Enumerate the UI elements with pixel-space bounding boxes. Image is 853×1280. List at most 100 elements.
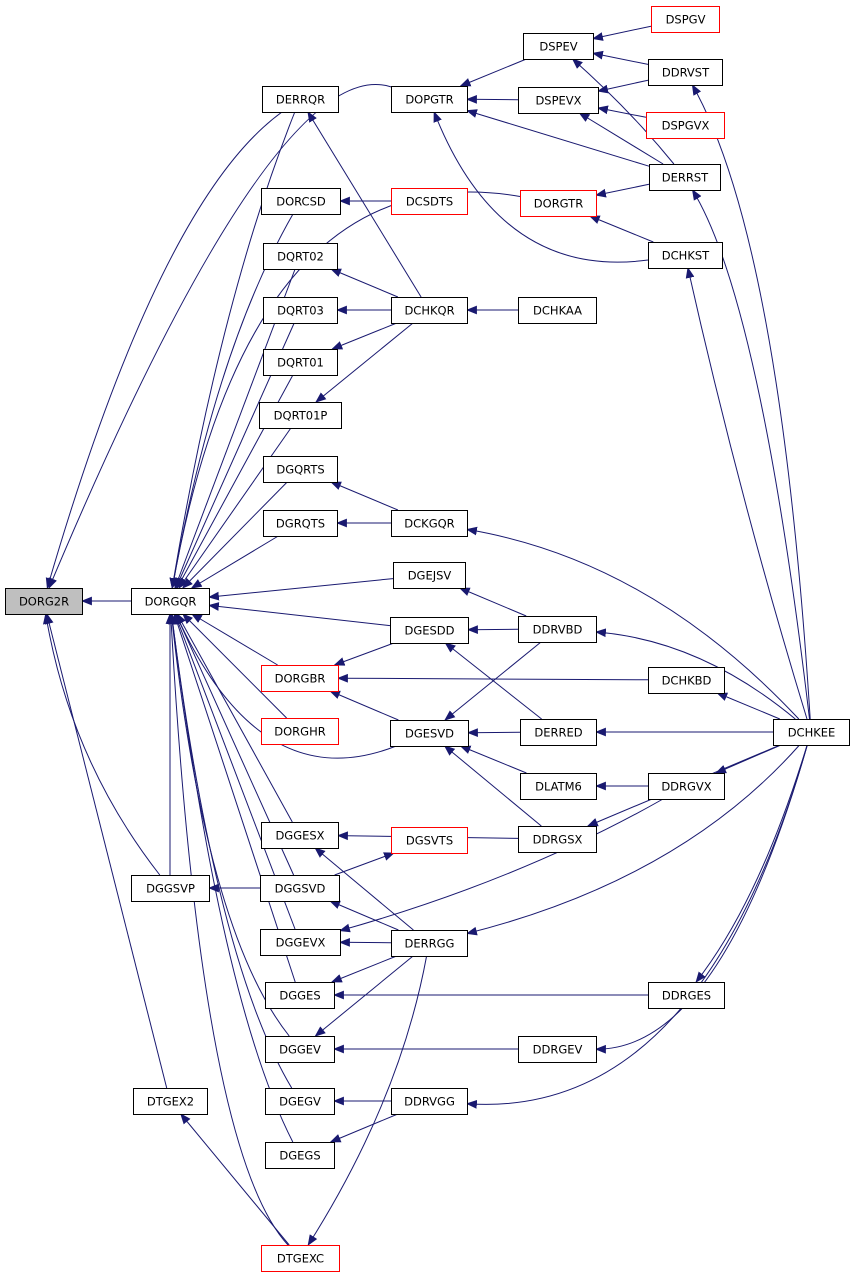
node-dlatm6[interactable]: DLATM6 [520, 773, 597, 800]
node-dcsdts[interactable]: DCSDTS [391, 188, 468, 215]
node-label: DQRT02 [277, 250, 324, 264]
edge-dgesvd-to-dorgbr [329, 690, 399, 721]
node-ddrvbd[interactable]: DDRVBD [518, 616, 597, 643]
node-dggesx[interactable]: DGGESX [261, 822, 339, 849]
node-box [391, 510, 468, 537]
node-label: DDRGVX [661, 780, 711, 794]
edge-dorgbr-to-dorgqr [190, 613, 278, 666]
node-box [131, 875, 210, 902]
node-label: DCHKBD [662, 674, 712, 688]
edge-derrgg-to-dggsvd [329, 900, 399, 931]
edge-dchkbd-to-dorgbr [336, 673, 649, 683]
node-dspev[interactable]: DSPEV [523, 33, 594, 60]
node-label: DGESVD [405, 727, 454, 741]
node-box [518, 616, 597, 643]
node-derrgg[interactable]: DERRGG [391, 930, 468, 957]
node-ddrgvx[interactable]: DDRGVX [648, 773, 725, 800]
node-dqrt03[interactable]: DQRT03 [263, 297, 338, 324]
node-label: DERRGG [405, 937, 455, 951]
edge-dspgv-to-dspev [591, 25, 652, 41]
edge-derrst-to-dspevx [578, 112, 664, 165]
node-label: DDRVBD [533, 623, 583, 637]
node-dgegv[interactable]: DGEGV [265, 1088, 335, 1115]
node-dgesdd[interactable]: DGESDD [390, 617, 469, 644]
node-label: DOPGTR [405, 93, 453, 107]
node-dorgqr[interactable]: DORGQR [131, 588, 210, 615]
edge-dggesx-to-dorgqr [176, 613, 293, 823]
node-derred[interactable]: DERRED [520, 719, 597, 746]
node-box [133, 1088, 208, 1115]
node-dchkee[interactable]: DCHKEE [773, 719, 850, 746]
node-dqrt01[interactable]: DQRT01 [263, 349, 338, 376]
node-label: DQRT03 [277, 304, 324, 318]
node-label: DSPGVX [662, 119, 710, 133]
edge-derrst-to-dorgtr [594, 183, 650, 198]
node-dgesvd[interactable]: DGESVD [390, 720, 469, 747]
edge-dggsvd-to-dgsvts [334, 852, 395, 876]
edge-dqrt01p-to-dorgqr [178, 427, 292, 589]
node-dchkaa[interactable]: DCHKAA [518, 297, 597, 324]
node-label: DGSVTS [406, 834, 453, 848]
node-dspevx[interactable]: DSPEVX [518, 87, 599, 114]
node-label: DDRGEV [533, 1043, 583, 1057]
edge-derrqr-to-dorg2r [45, 111, 283, 590]
node-dgrqts[interactable]: DGRQTS [263, 510, 338, 537]
node-dggevx[interactable]: DGGEVX [260, 929, 341, 956]
node-dckgqr[interactable]: DCKGQR [391, 510, 468, 537]
node-label: DERRED [534, 726, 582, 740]
node-dgsvts[interactable]: DGSVTS [391, 827, 468, 854]
node-dorghr[interactable]: DORGHR [261, 718, 339, 745]
node-dopgtr[interactable]: DOPGTR [391, 86, 468, 113]
node-dgqrts[interactable]: DGQRTS [263, 456, 338, 483]
node-dchkqr[interactable]: DCHKQR [391, 297, 468, 324]
node-label: DDRVGG [404, 1095, 455, 1109]
node-dchkst[interactable]: DCHKST [648, 242, 723, 269]
node-box [390, 617, 469, 644]
node-dggsvp[interactable]: DGGSVP [131, 875, 210, 902]
edge-dckgqr-to-dgqrts [330, 481, 399, 511]
node-label: DGGESX [275, 829, 324, 843]
edge-dchkst-to-dopgtr [433, 110, 649, 263]
node-dtgexc[interactable]: DTGEXC [261, 1245, 340, 1272]
edge-derrgg-to-dgges [330, 955, 397, 983]
node-dqrt02[interactable]: DQRT02 [263, 243, 338, 270]
node-label: DSPEVX [535, 94, 581, 108]
node-dggsvd[interactable]: DGGSVD [260, 875, 340, 902]
node-label: DGGSVD [275, 882, 326, 896]
edge-dgesdd-to-dorgbr [333, 642, 395, 666]
node-box [648, 982, 725, 1009]
node-dorgbr[interactable]: DORGBR [261, 665, 339, 692]
node-label: DDRGES [662, 989, 711, 1003]
node-ddrgsx[interactable]: DDRGSX [518, 826, 597, 853]
node-dtgex2[interactable]: DTGEX2 [133, 1088, 208, 1115]
node-dgegs[interactable]: DGEGS [265, 1142, 335, 1169]
node-dqrt01p[interactable]: DQRT01P [259, 402, 342, 429]
node-dggev[interactable]: DGGEV [265, 1036, 335, 1063]
node-box [261, 188, 341, 215]
node-dorgtr[interactable]: DORGTR [520, 190, 597, 217]
node-box [520, 190, 597, 217]
node-label: DCHKAA [533, 304, 582, 318]
node-dspgv[interactable]: DSPGV [651, 6, 720, 33]
node-dchkbd[interactable]: DCHKBD [648, 667, 725, 694]
node-box [648, 773, 725, 800]
node-box [648, 59, 723, 86]
node-ddrvst[interactable]: DDRVST [648, 59, 723, 86]
node-dorcsd[interactable]: DORCSD [261, 188, 341, 215]
node-label: DCHKQR [404, 304, 454, 318]
node-dgges[interactable]: DGGES [265, 982, 335, 1009]
node-ddrges[interactable]: DDRGES [648, 982, 725, 1009]
node-dorg2r[interactable]: DORG2R [5, 588, 83, 615]
edge-dgejsv-to-dorgqr [207, 578, 394, 601]
node-label: DTGEXC [277, 1252, 324, 1266]
node-derrqr[interactable]: DERRQR [262, 86, 339, 113]
edge-derrgg-to-dtgexc [307, 955, 428, 1246]
node-dspgvx[interactable]: DSPGVX [646, 112, 725, 139]
node-derrst[interactable]: DERRST [649, 164, 721, 191]
edge-dchkst-to-dorgtr [588, 215, 654, 243]
node-dgejsv[interactable]: DGEJSV [393, 562, 466, 589]
node-ddrgev[interactable]: DDRGEV [518, 1036, 597, 1063]
node-ddrvgg[interactable]: DDRVGG [391, 1088, 468, 1115]
edge-dopgtr-to-dorg2r [48, 84, 392, 590]
